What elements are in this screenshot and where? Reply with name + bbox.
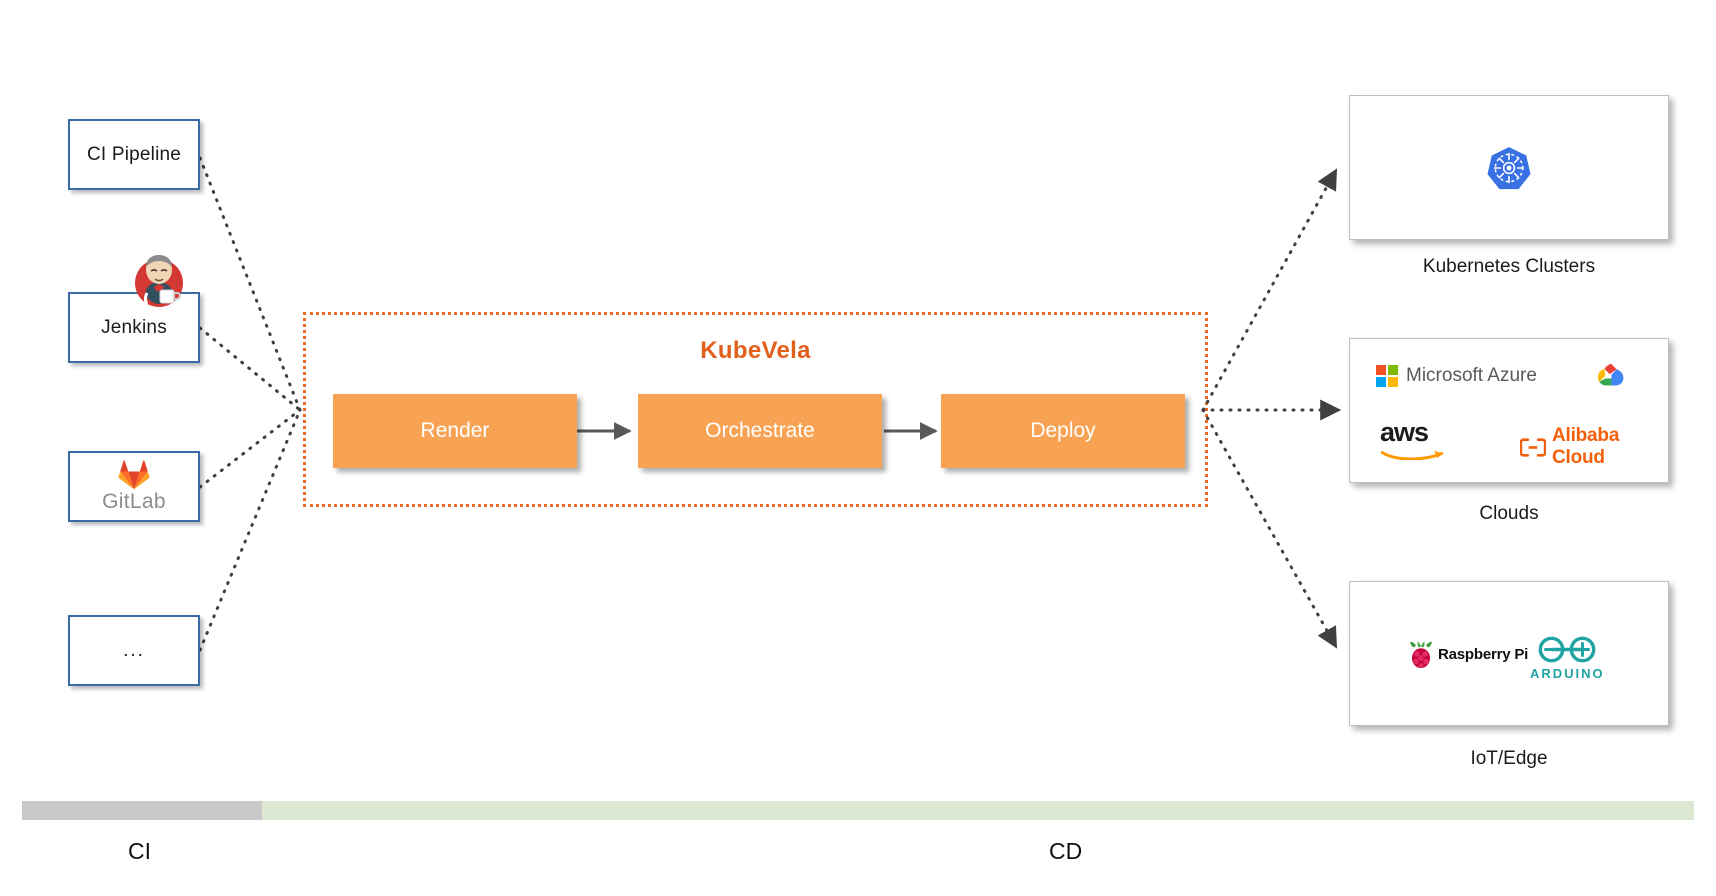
stage-box-render[interactable]: Render xyxy=(333,394,577,468)
aws-label: aws xyxy=(1380,417,1429,447)
phase-bar-ci xyxy=(22,801,262,820)
source-label-more: ... xyxy=(123,639,145,661)
source-box-jenkins[interactable]: Jenkins xyxy=(68,292,200,363)
source-box-ci-pipeline[interactable]: CI Pipeline xyxy=(68,119,200,190)
arduino-label: ARDUINO xyxy=(1530,666,1605,681)
raspberry-pi-icon: Raspberry Pi xyxy=(1407,639,1528,669)
target-box-kubernetes[interactable] xyxy=(1349,95,1669,240)
stage-box-deploy[interactable]: Deploy xyxy=(941,394,1185,468)
alibaba-cloud-icon: Alibaba Cloud xyxy=(1520,425,1668,469)
microsoft-azure-label: Microsoft Azure xyxy=(1406,365,1537,386)
alibaba-cloud-label: Alibaba Cloud xyxy=(1551,425,1620,468)
target-caption-kubernetes: Kubernetes Clusters xyxy=(1422,256,1596,277)
ci-fan-in-lines xyxy=(198,156,302,652)
phase-label-ci: CI xyxy=(128,838,151,864)
source-label-gitlab: GitLab xyxy=(102,489,166,513)
stage-box-orchestrate[interactable]: Orchestrate xyxy=(638,394,882,468)
microsoft-azure-icon: Microsoft Azure xyxy=(1376,365,1537,387)
target-caption-iot-edge: IoT/Edge xyxy=(1470,748,1548,769)
source-label-ci-pipeline: CI Pipeline xyxy=(86,143,182,165)
target-caption-clouds: Clouds xyxy=(1479,503,1539,524)
microsoft-squares-icon xyxy=(1376,365,1398,387)
stage-label-render: Render xyxy=(420,419,490,442)
source-box-more[interactable]: ... xyxy=(68,615,200,686)
jenkins-butler-icon xyxy=(127,250,191,314)
source-box-gitlab[interactable]: GitLab xyxy=(68,451,200,522)
target-box-iot-edge[interactable]: Raspberry Pi ARDUINO xyxy=(1349,581,1669,726)
gitlab-fox-icon xyxy=(118,459,150,490)
google-cloud-icon xyxy=(1590,357,1632,393)
arduino-icon: ARDUINO xyxy=(1530,634,1605,681)
kubevela-title: KubeVela xyxy=(700,337,811,364)
target-box-clouds[interactable]: Microsoft Azure aws xyxy=(1349,338,1669,483)
aws-icon: aws xyxy=(1380,417,1446,460)
stage-label-orchestrate: Orchestrate xyxy=(705,419,815,442)
cd-fan-out-lines xyxy=(1201,168,1342,649)
phase-label-cd: CD xyxy=(1049,838,1083,864)
raspberry-pi-label: Raspberry Pi xyxy=(1438,645,1529,663)
stage-label-deploy: Deploy xyxy=(1030,419,1096,442)
kubernetes-helm-icon xyxy=(1486,145,1532,191)
phase-bar-cd xyxy=(262,801,1694,820)
source-label-jenkins: Jenkins xyxy=(101,316,167,338)
